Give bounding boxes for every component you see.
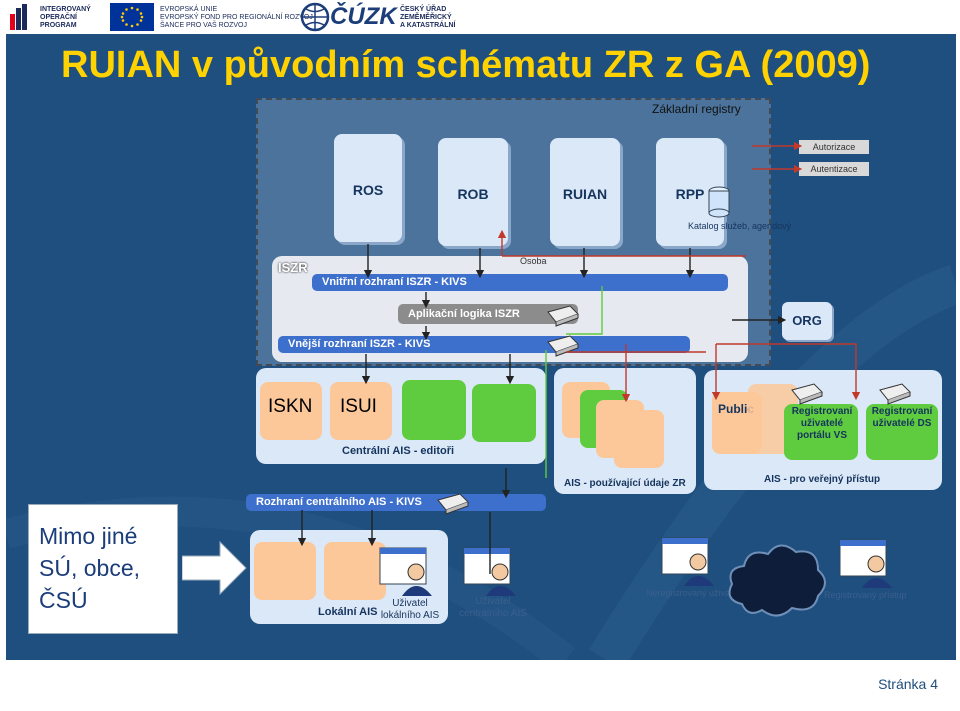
eu-line1: EVROPSKÁ UNIE (160, 6, 218, 13)
uzivatel-lokalniho-label: Uživatel lokálního AIS (380, 598, 440, 621)
registry-rpp-label: RPP (675, 186, 705, 202)
connector-lines (297, 141, 861, 574)
database-icon (708, 186, 730, 218)
eu-flag-icon (110, 3, 154, 31)
cuzk-mark: ČÚZK (330, 3, 397, 30)
mimo-line3: ČSÚ (39, 587, 88, 613)
zakladni-registry-label: Základní registry (652, 102, 741, 116)
cuzk-line2: ZEMĚMĚŘICKÝ (400, 14, 452, 21)
slide-title: RUIAN v původním schématu ZR z GA (2009) (61, 44, 871, 86)
registry-ruian-label: RUIAN (562, 186, 608, 202)
vnitrni-rozhrani-bar: Vnitřní rozhraní ISZR - KIVS (312, 274, 728, 291)
registry-ruian: RUIAN (550, 138, 620, 246)
gateway-icon (878, 380, 912, 406)
vnejsi-rozhrani-bar: Vnější rozhraní ISZR - KIVS (278, 336, 690, 353)
mimo-line1: Mimo jiné (39, 523, 138, 549)
katalog-label: Katalog služeb, agendový (688, 221, 792, 231)
mimo-line2: SÚ, obce, (39, 555, 140, 581)
iskn-label: ISKN (268, 396, 313, 417)
gateway-icon (546, 332, 580, 358)
green-ais-box (402, 380, 466, 440)
mimo-jine-box: Mimo jiné SÚ, obce, ČSÚ (28, 504, 178, 634)
page-number: Stránka 4 (878, 676, 938, 692)
lokalni-ais-box (254, 542, 316, 600)
green-ais-box (472, 384, 536, 442)
ais-verejny-label: AIS - pro veřejný přístup (764, 474, 881, 485)
iskn-box (260, 382, 322, 440)
isui-label: ISUI (340, 396, 377, 417)
reg-ds-box (866, 404, 938, 460)
neregistrovany-label: Neregistrovaný uživatel (646, 588, 740, 598)
slide: RUIAN v původním schématu ZR z GA (2009)… (6, 34, 956, 660)
registry-rob-label: ROB (457, 186, 489, 202)
op-line2: OPERAČNÍ (40, 14, 77, 21)
uzivatel-centralniho-label: Uživatel centrálního AIS (459, 596, 527, 619)
eu-line3: ŠANCE PRO VAŠ ROZVOJ (160, 22, 247, 29)
user-at-computer-icon (838, 538, 898, 588)
gateway-icon (790, 380, 824, 406)
ais-zr-label: AIS - používající údaje ZR (564, 478, 686, 489)
registry-ros-label: ROS (352, 182, 384, 198)
gateway-icon (436, 490, 470, 516)
user-at-computer-icon (660, 536, 720, 586)
org-box: ORG (782, 302, 832, 340)
registry-rob: ROB (438, 138, 508, 246)
ais-zr-box (614, 410, 664, 468)
autentizace-box: Autentizace (799, 162, 869, 176)
reg-portal-box (784, 404, 858, 460)
internet-cloud-icon (722, 534, 832, 624)
footer: Stránka 4 (0, 660, 960, 711)
logo-strip: INTEGROVANÝ OPERAČNÍ PROGRAM EVROPSKÁ UN… (0, 0, 960, 34)
public-label: Public (718, 402, 755, 416)
zakladni-registry-region (256, 98, 771, 366)
user-at-computer-icon (378, 546, 438, 596)
lokalni-ais-box (324, 542, 386, 600)
autorizace-box: Autorizace (799, 140, 869, 154)
registry-ros: ROS (334, 134, 402, 242)
op-line1: INTEGROVANÝ (40, 6, 91, 13)
reg-ds-label: Registrovaní uživatelé DS (871, 406, 933, 429)
centralni-ais-label: Centrální AIS - editoři (342, 445, 455, 457)
iszr-label: ISZR (278, 260, 308, 275)
aplikacni-logika-bar: Aplikační logika ISZR (398, 304, 578, 324)
osoba-label: Osoba (520, 256, 547, 266)
isui-box (330, 382, 392, 440)
op-logo-mark (10, 4, 32, 30)
rozhrani-centralniho-bar: Rozhraní centrálního AIS - KIVS (246, 494, 546, 511)
eu-line2: EVROPSKÝ FOND PRO REGIONÁLNÍ ROZVOJ (160, 14, 313, 21)
cuzk-line1: ČESKÝ ÚŘAD (400, 6, 447, 13)
cuzk-globe-icon (300, 2, 330, 32)
gateway-icon (546, 302, 580, 328)
user-at-computer-icon (462, 546, 522, 596)
arrow-right-icon (181, 540, 248, 596)
reg-portal-label: Registrovaní uživatelé portálu VS (791, 406, 853, 441)
lokalni-ais-label: Lokální AIS (318, 606, 378, 618)
op-line3: PROGRAM (40, 22, 77, 29)
cuzk-line3: A KATASTRÁLNÍ (400, 22, 456, 29)
registrovany-pristup-label: Registrovaný přístup (824, 590, 907, 600)
